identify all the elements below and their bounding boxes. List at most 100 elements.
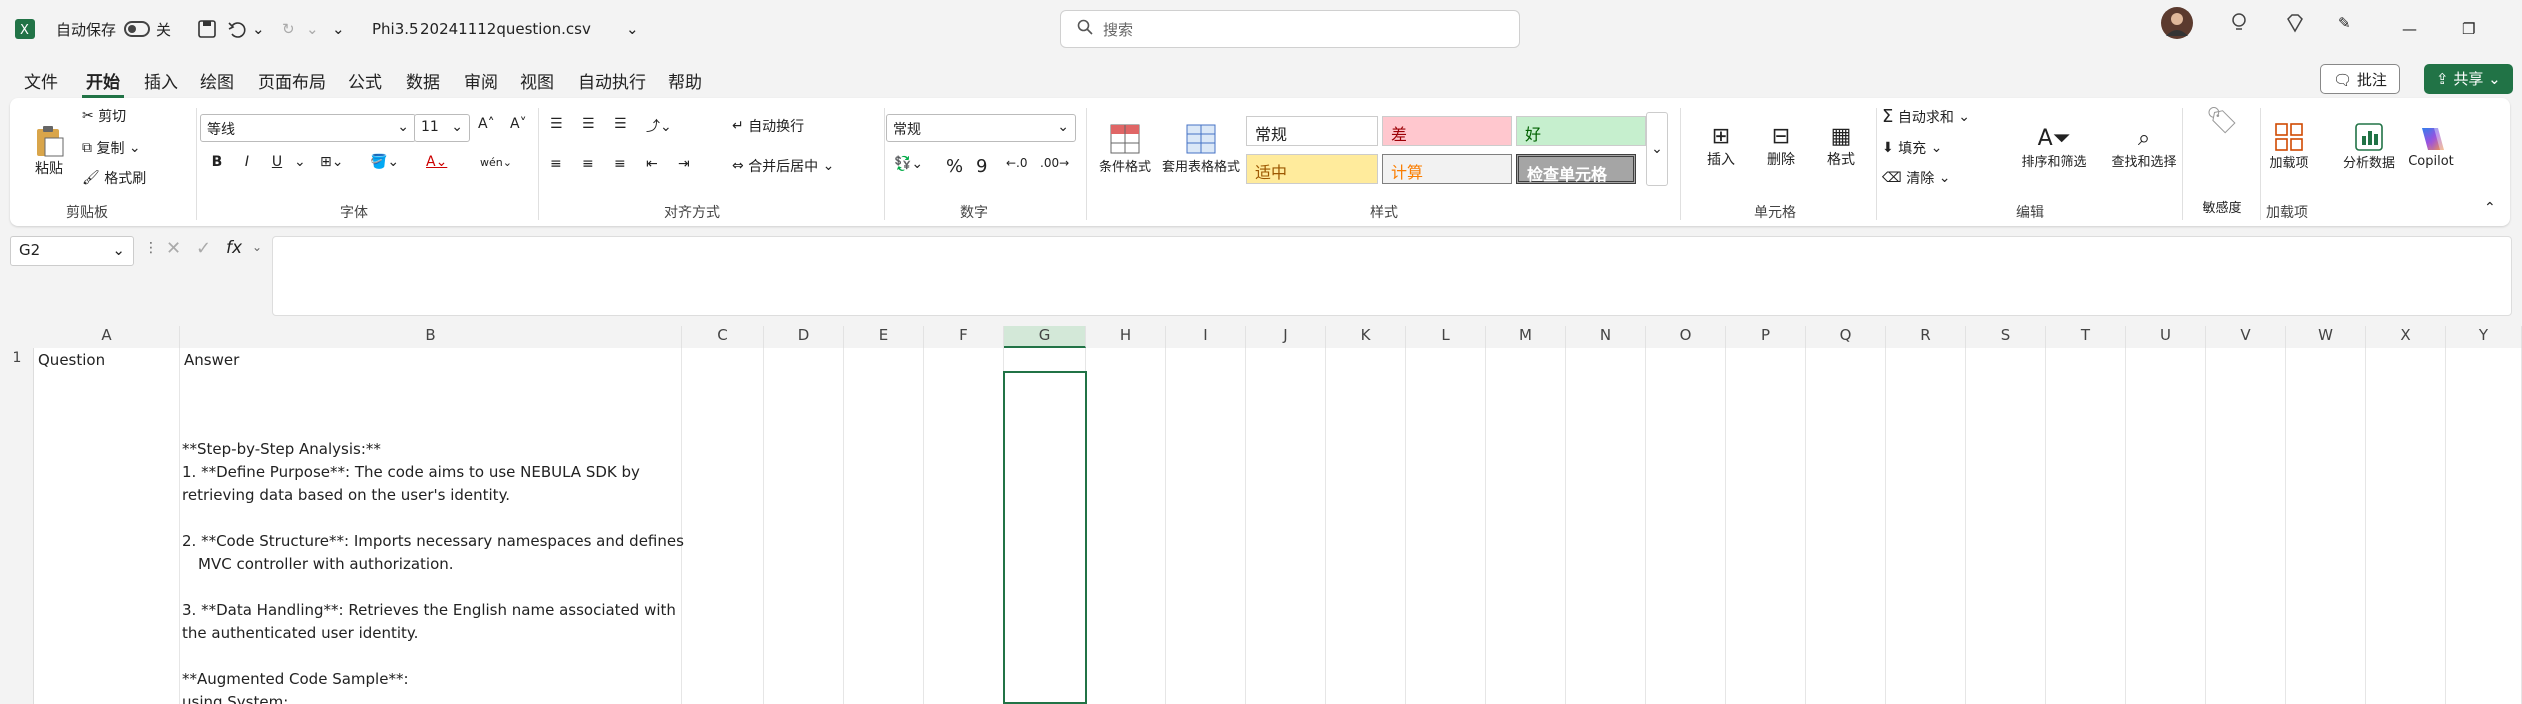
orientation-icon[interactable]: ⤴⌄: [646, 119, 672, 135]
save-icon[interactable]: [196, 14, 218, 44]
sort-filter-button[interactable]: A⏷ 排序和筛选: [2010, 106, 2098, 190]
collapse-ribbon-icon[interactable]: ⌃: [2484, 200, 2496, 216]
share-button[interactable]: ⇪ 共享 ⌄: [2424, 64, 2513, 94]
font-size-select[interactable]: 11⌄: [414, 114, 470, 142]
undo-icon[interactable]: [226, 14, 248, 44]
conditional-formatting-button[interactable]: 条件格式: [1090, 106, 1160, 190]
borders-icon[interactable]: ⊞⌄: [320, 154, 344, 170]
column-header-t[interactable]: T: [2046, 326, 2126, 348]
column-header-q[interactable]: Q: [1806, 326, 1886, 348]
italic-button[interactable]: I: [244, 154, 250, 170]
column-header-u[interactable]: U: [2126, 326, 2206, 348]
fill-color-icon[interactable]: 🪣⌄: [370, 154, 400, 170]
paste-button[interactable]: 粘贴: [26, 114, 72, 188]
align-middle-icon[interactable]: ☰: [582, 116, 595, 132]
column-header-d[interactable]: D: [764, 326, 844, 348]
avatar[interactable]: [2160, 7, 2194, 39]
underline-dropdown-icon[interactable]: ⌄: [294, 154, 306, 170]
wrap-text-button[interactable]: ↵ 自动换行: [732, 116, 804, 136]
file-name-chevron-icon[interactable]: ⌄: [626, 20, 639, 38]
align-right-icon[interactable]: ≡: [614, 156, 626, 172]
cell-a1[interactable]: Question: [38, 351, 106, 369]
column-header-x[interactable]: X: [2366, 326, 2446, 348]
column-header-j[interactable]: J: [1246, 326, 1326, 348]
column-header-n[interactable]: N: [1566, 326, 1646, 348]
tab-review[interactable]: 审阅: [464, 73, 498, 93]
style-check-cell[interactable]: 检查单元格: [1516, 154, 1636, 184]
column-header-s[interactable]: S: [1966, 326, 2046, 348]
tab-view[interactable]: 视图: [520, 73, 554, 93]
redo-icon[interactable]: ↻: [282, 20, 295, 38]
lightbulb-icon[interactable]: [2222, 8, 2256, 38]
tab-home[interactable]: 开始: [82, 66, 124, 98]
style-calculation[interactable]: 计算: [1382, 154, 1512, 184]
tab-automate[interactable]: 自动执行: [578, 73, 646, 93]
column-header-p[interactable]: P: [1726, 326, 1806, 348]
addins-button[interactable]: 加载项: [2264, 106, 2314, 186]
align-bottom-icon[interactable]: ☰: [614, 116, 627, 132]
formula-input[interactable]: [272, 236, 2512, 316]
cut-button[interactable]: ✂ 剪切: [82, 106, 126, 126]
bold-button[interactable]: B: [211, 154, 223, 170]
comma-icon[interactable]: 9: [976, 156, 988, 177]
copy-button[interactable]: ⧉ 复制 ⌄: [82, 140, 141, 157]
tab-data[interactable]: 数据: [406, 73, 440, 93]
decrease-indent-icon[interactable]: ⇤: [646, 156, 658, 172]
insert-function-button[interactable]: fx: [226, 238, 242, 258]
pen-icon[interactable]: ✎: [2338, 14, 2351, 32]
accounting-format-icon[interactable]: 💱⌄: [894, 156, 924, 172]
fill-button[interactable]: ⬇ 填充 ⌄: [1882, 140, 1943, 157]
column-header-r[interactable]: R: [1886, 326, 1966, 348]
enter-icon[interactable]: ✓: [196, 238, 212, 259]
autosave-switch[interactable]: [124, 21, 151, 37]
select-all-corner[interactable]: [0, 326, 34, 348]
column-header-w[interactable]: W: [2286, 326, 2366, 348]
underline-button[interactable]: U: [271, 154, 283, 170]
column-header-f[interactable]: F: [924, 326, 1004, 348]
autosum-button[interactable]: Σ 自动求和 ⌄: [1882, 106, 1971, 127]
increase-indent-icon[interactable]: ⇥: [678, 156, 690, 172]
customize-qat-icon[interactable]: ⌄: [332, 20, 345, 38]
insert-cells-button[interactable]: ⊞ 插入: [1694, 106, 1748, 186]
number-format-select[interactable]: 常规⌄: [886, 114, 1076, 142]
increase-font-icon[interactable]: A˄: [478, 116, 495, 132]
style-good[interactable]: 好: [1516, 116, 1646, 146]
delete-cells-button[interactable]: ⊟ 删除: [1754, 106, 1808, 186]
analyze-data-button[interactable]: 分析数据: [2343, 106, 2395, 186]
merge-center-button[interactable]: ⇔ 合并后居中 ⌄: [732, 158, 835, 175]
column-header-h[interactable]: H: [1086, 326, 1166, 348]
column-header-g[interactable]: G: [1004, 326, 1086, 348]
cell-b1[interactable]: Answer: [184, 351, 240, 369]
decrease-decimal-icon[interactable]: .00→: [1040, 156, 1070, 170]
align-center-icon[interactable]: ≡: [582, 156, 594, 172]
file-name[interactable]: 20241112question.csv: [420, 20, 591, 38]
column-header-i[interactable]: I: [1166, 326, 1246, 348]
undo-dropdown-icon[interactable]: ⌄: [252, 20, 265, 38]
more-options-icon[interactable]: ⋮: [144, 240, 158, 256]
clear-button[interactable]: ⌫ 清除 ⌄: [1882, 170, 1951, 187]
format-cells-button[interactable]: ▦ 格式: [1814, 106, 1868, 186]
column-header-b[interactable]: B: [180, 326, 682, 348]
tab-help[interactable]: 帮助: [668, 73, 702, 93]
column-header-c[interactable]: C: [682, 326, 764, 348]
align-left-icon[interactable]: ≡: [550, 156, 562, 172]
style-bad[interactable]: 差: [1382, 116, 1512, 146]
column-header-a[interactable]: A: [34, 326, 180, 348]
name-box[interactable]: G2⌄: [10, 236, 134, 266]
comments-button[interactable]: 🗨 批注: [2320, 64, 2400, 94]
fx-dropdown-icon[interactable]: ⌄: [252, 240, 263, 254]
minimize-icon[interactable]: —: [2402, 20, 2417, 38]
tab-page-layout[interactable]: 页面布局: [258, 73, 326, 93]
increase-decimal-icon[interactable]: ←.0: [1006, 156, 1028, 170]
tab-draw[interactable]: 绘图: [200, 73, 234, 93]
selected-cell-g2[interactable]: [1003, 371, 1087, 704]
restore-icon[interactable]: ❐: [2462, 20, 2476, 38]
percent-icon[interactable]: %: [946, 156, 964, 177]
styles-more-icon[interactable]: ⌄: [1646, 112, 1668, 186]
style-normal[interactable]: 常规: [1246, 116, 1378, 146]
column-header-m[interactable]: M: [1486, 326, 1566, 348]
diamond-icon[interactable]: [2278, 8, 2312, 38]
phonetic-icon[interactable]: wén⌄: [480, 156, 512, 169]
format-painter-button[interactable]: 🖌 格式刷: [82, 168, 146, 188]
autosave-toggle[interactable]: 自动保存 关: [56, 14, 171, 44]
